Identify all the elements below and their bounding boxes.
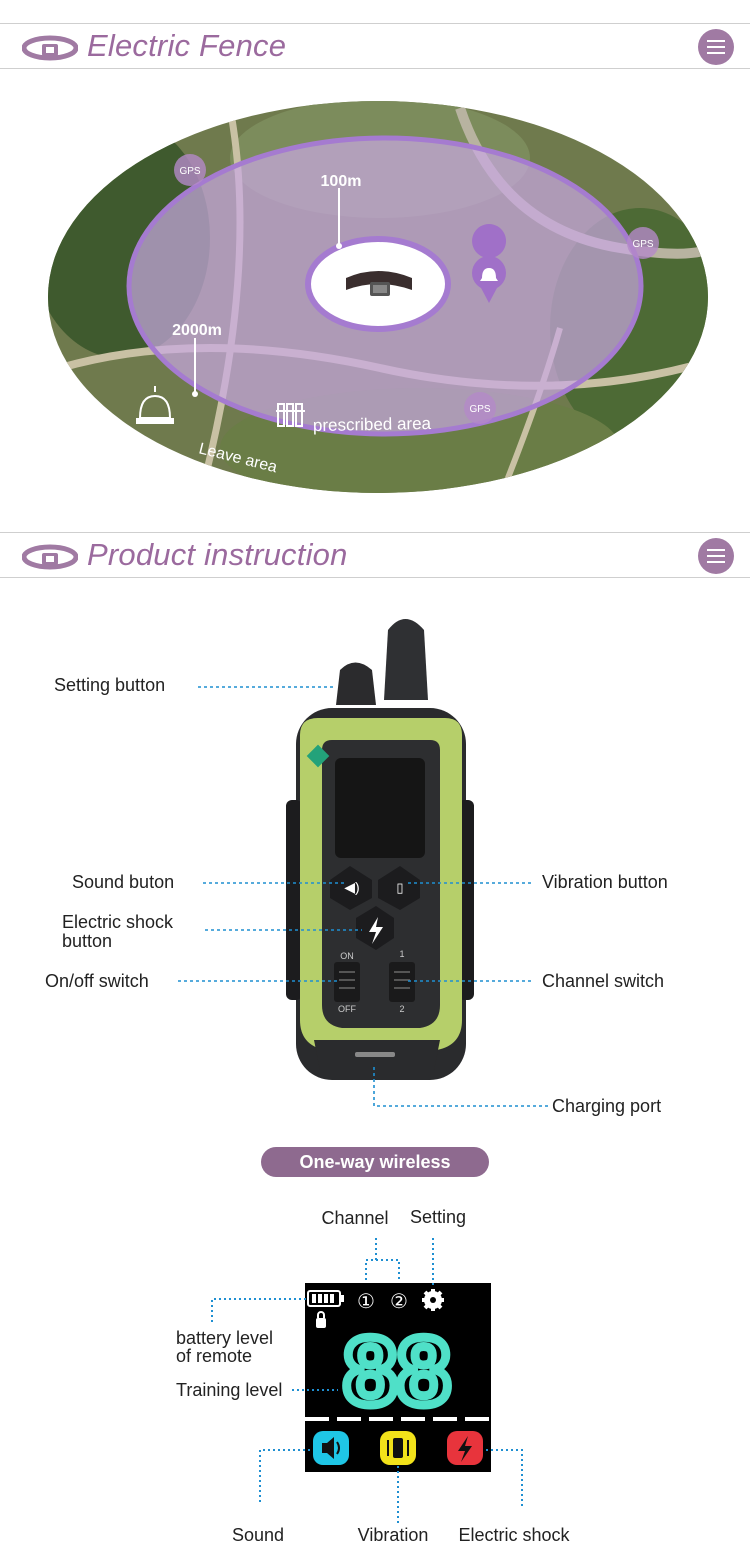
vibration-icon xyxy=(380,1431,416,1465)
svg-text:GPS: GPS xyxy=(632,239,653,250)
electric-shock-label: Electric shock xyxy=(458,1525,570,1545)
section-title: Electric Fence xyxy=(87,28,287,63)
gps-pin-icon: GPS xyxy=(174,154,206,186)
svg-text:GPS: GPS xyxy=(179,166,200,177)
svg-text:ON: ON xyxy=(340,951,354,961)
channel-1-indicator: ① xyxy=(357,1291,375,1313)
siren-icon xyxy=(136,386,174,424)
svg-text:1: 1 xyxy=(399,949,404,959)
vibration-button-icon: ▯ xyxy=(396,880,403,895)
charging-port-label: Charging port xyxy=(552,1096,662,1116)
fence-map: GPS GPS GPS 100m 2000m p xyxy=(48,101,708,493)
setting-button-label: Setting button xyxy=(54,675,166,695)
collar-icon xyxy=(22,544,78,570)
battery-label-line2: of remote xyxy=(176,1346,252,1366)
battery-icon xyxy=(307,1290,344,1307)
gps-pin-icon: GPS xyxy=(627,227,659,259)
shock-icon xyxy=(447,1431,483,1465)
shock-button-label: Electric shock button xyxy=(62,912,174,951)
training-level-label: Training level xyxy=(176,1380,282,1400)
gps-pin-icon: GPS xyxy=(464,392,496,424)
channel-2-indicator: ② xyxy=(390,1291,408,1313)
remote-illustration: ◀) ▯ ON OFF 1 2 xyxy=(178,619,550,1107)
inner-radius-label: 100m xyxy=(321,173,362,190)
setting-knob xyxy=(336,662,376,705)
section-header-fence: Electric Fence xyxy=(0,23,750,69)
training-level-digits: 88 xyxy=(344,1318,451,1425)
fence-icon xyxy=(276,403,305,427)
shock-button-icon xyxy=(369,917,383,944)
onoff-switch-label: On/off switch xyxy=(45,971,149,991)
section-title: Product instruction xyxy=(87,537,348,572)
sound-label: Sound xyxy=(232,1525,284,1545)
section-header-product: Product instruction xyxy=(0,532,750,578)
sound-icon xyxy=(313,1431,349,1465)
menu-button[interactable] xyxy=(698,29,734,65)
wireless-badge: One-way wireless xyxy=(261,1147,489,1177)
sound-button-icon: ◀) xyxy=(344,879,359,895)
outer-radius-label: 2000m xyxy=(172,322,222,339)
vibration-button-label: Vibration button xyxy=(542,872,668,892)
svg-text:2: 2 xyxy=(399,1004,404,1014)
channel-label: Channel xyxy=(321,1208,388,1228)
gear-icon xyxy=(422,1289,444,1311)
svg-text:GPS: GPS xyxy=(469,404,490,415)
setting-label: Setting xyxy=(410,1207,466,1227)
battery-label-line1: battery level xyxy=(176,1328,273,1348)
collar-icon xyxy=(22,35,78,61)
lock-icon xyxy=(316,1311,326,1328)
menu-button[interactable] xyxy=(698,538,734,574)
svg-text:OFF: OFF xyxy=(338,1004,356,1014)
charging-port xyxy=(355,1052,395,1057)
vibration-label: Vibration xyxy=(358,1525,429,1545)
prescribed-area-label: prescribed area xyxy=(313,414,432,435)
sound-button-label: Sound buton xyxy=(72,872,175,892)
channel-switch-label: Channel switch xyxy=(542,971,665,991)
display-diagram: ① ② 88 Channel Setting xyxy=(176,1207,571,1545)
bell-alert-icon xyxy=(472,224,507,303)
